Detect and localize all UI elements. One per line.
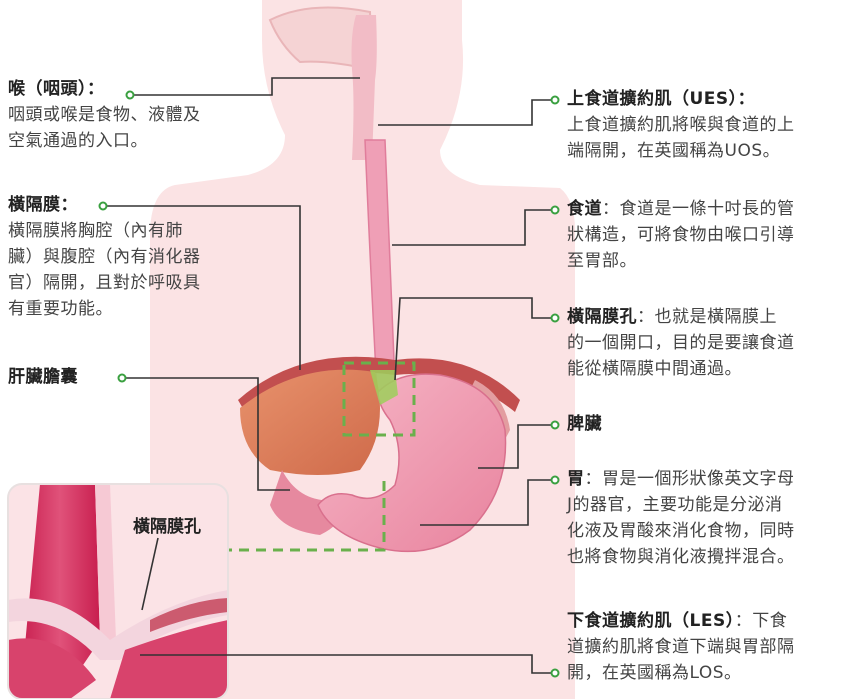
diaphragm-desc-2: 臟）與腹腔（內有消化器	[8, 247, 201, 267]
ues-title: 上食道擴約肌（UES）：	[567, 89, 756, 109]
inset-hiatus-label: 橫隔膜孔	[133, 517, 201, 537]
esophagus-label: 食道：食道是一條十吋長的管 狀構造，可將食物由喉口引導 至胃部。	[567, 196, 795, 274]
pharynx-desc-2: 空氣通過的入口。	[8, 131, 148, 151]
zoom-connector	[222, 478, 386, 552]
diaphragm-label: 橫隔膜： 橫隔膜將胸腔（內有肺 臟）與腹腔（內有消化器 官）隔開，且對於呼吸具 …	[8, 192, 201, 322]
stomach-shape	[317, 373, 507, 553]
les-title: 下食道擴約肌（LES）	[567, 611, 735, 631]
diaphragm-desc-3: 官）隔開，且對於呼吸具	[8, 273, 201, 293]
stomach-desc-2: J的器官，主要功能是分泌消	[567, 495, 783, 515]
inset-closeup	[8, 484, 228, 699]
diaphragm-title: 橫隔膜：	[8, 195, 78, 215]
nasal-cavity	[268, 6, 374, 72]
gallbladder-shape	[270, 470, 343, 535]
stomach-desc-4: 也將食物與消化液攪拌混合。	[567, 547, 795, 567]
ues-desc-2: 端隔開，在英國稱為UOS。	[567, 141, 781, 161]
les-label: 下食道擴約肌（LES）：下食 道擴約肌將食道下端與胃部隔 開，在英國稱為LOS。	[567, 608, 795, 686]
ues-desc-1: 上食道擴約肌將喉與食道的上	[567, 115, 795, 135]
hiatus-title: 橫隔膜孔	[567, 307, 637, 327]
pharynx-title: 喉（咽頭）：	[8, 79, 105, 99]
pharynx-label: 喉（咽頭）： 咽頭或喉是食物、液體及 空氣通過的入口。	[8, 76, 201, 154]
throat	[351, 15, 377, 160]
ues-label: 上食道擴約肌（UES）： 上食道擴約肌將喉與食道的上 端隔開，在英國稱為UOS。	[567, 86, 795, 164]
diaphragm-desc-1: 橫隔膜將胸腔（內有肺	[8, 221, 183, 241]
leader-dots	[98, 90, 560, 678]
hiatus-highlight	[370, 370, 398, 405]
esophagus-desc-1: ：食道是一條十吋長的管	[602, 199, 795, 219]
hiatus-label: 橫隔膜孔：也就是橫隔膜上 的一個開口，目的是要讓食道 能從橫隔膜中間通過。	[567, 304, 795, 382]
esophagus-desc-3: 至胃部。	[567, 251, 637, 271]
spleen-label: 脾臟	[567, 411, 602, 437]
inset-frame	[7, 483, 229, 699]
hiatus-zoom-box	[342, 361, 416, 437]
hiatus-desc-1: ：也就是橫隔膜上	[637, 307, 777, 327]
esophagus-desc-2: 狀構造，可將食物由喉口引導	[567, 225, 795, 245]
pharynx-desc-1: 咽頭或喉是食物、液體及	[8, 105, 201, 125]
diaphragm-shape	[238, 356, 520, 412]
stomach-title: 胃	[567, 469, 585, 489]
liver-label: 肝臟膽囊	[8, 364, 78, 390]
spleen-title: 脾臟	[567, 414, 602, 434]
les-desc-2: 道擴約肌將食道下端與胃部隔	[567, 637, 795, 657]
hiatus-desc-3: 能從橫隔膜中間通過。	[567, 359, 742, 379]
leader-lines	[103, 77, 555, 674]
stomach-desc-1: ：胃是一個形狀像英文字母	[584, 469, 795, 489]
esophagus-title: 食道	[567, 199, 602, 219]
hiatus-desc-2: 的一個開口，目的是要讓食道	[567, 333, 795, 353]
diaphragm-desc-4: 有重要功能。	[8, 299, 113, 319]
les-desc-3: 開，在英國稱為LOS。	[567, 663, 742, 683]
stomach-desc-3: 化液及胃酸來消化食物，同時	[567, 521, 795, 541]
les-desc-1: ：下食	[734, 611, 788, 631]
liver-title: 肝臟膽囊	[8, 367, 78, 387]
stomach-label: 胃：胃是一個形狀像英文字母 J的器官，主要功能是分泌消 化液及胃酸來消化食物，同…	[567, 466, 795, 570]
liver-shape	[240, 369, 380, 475]
